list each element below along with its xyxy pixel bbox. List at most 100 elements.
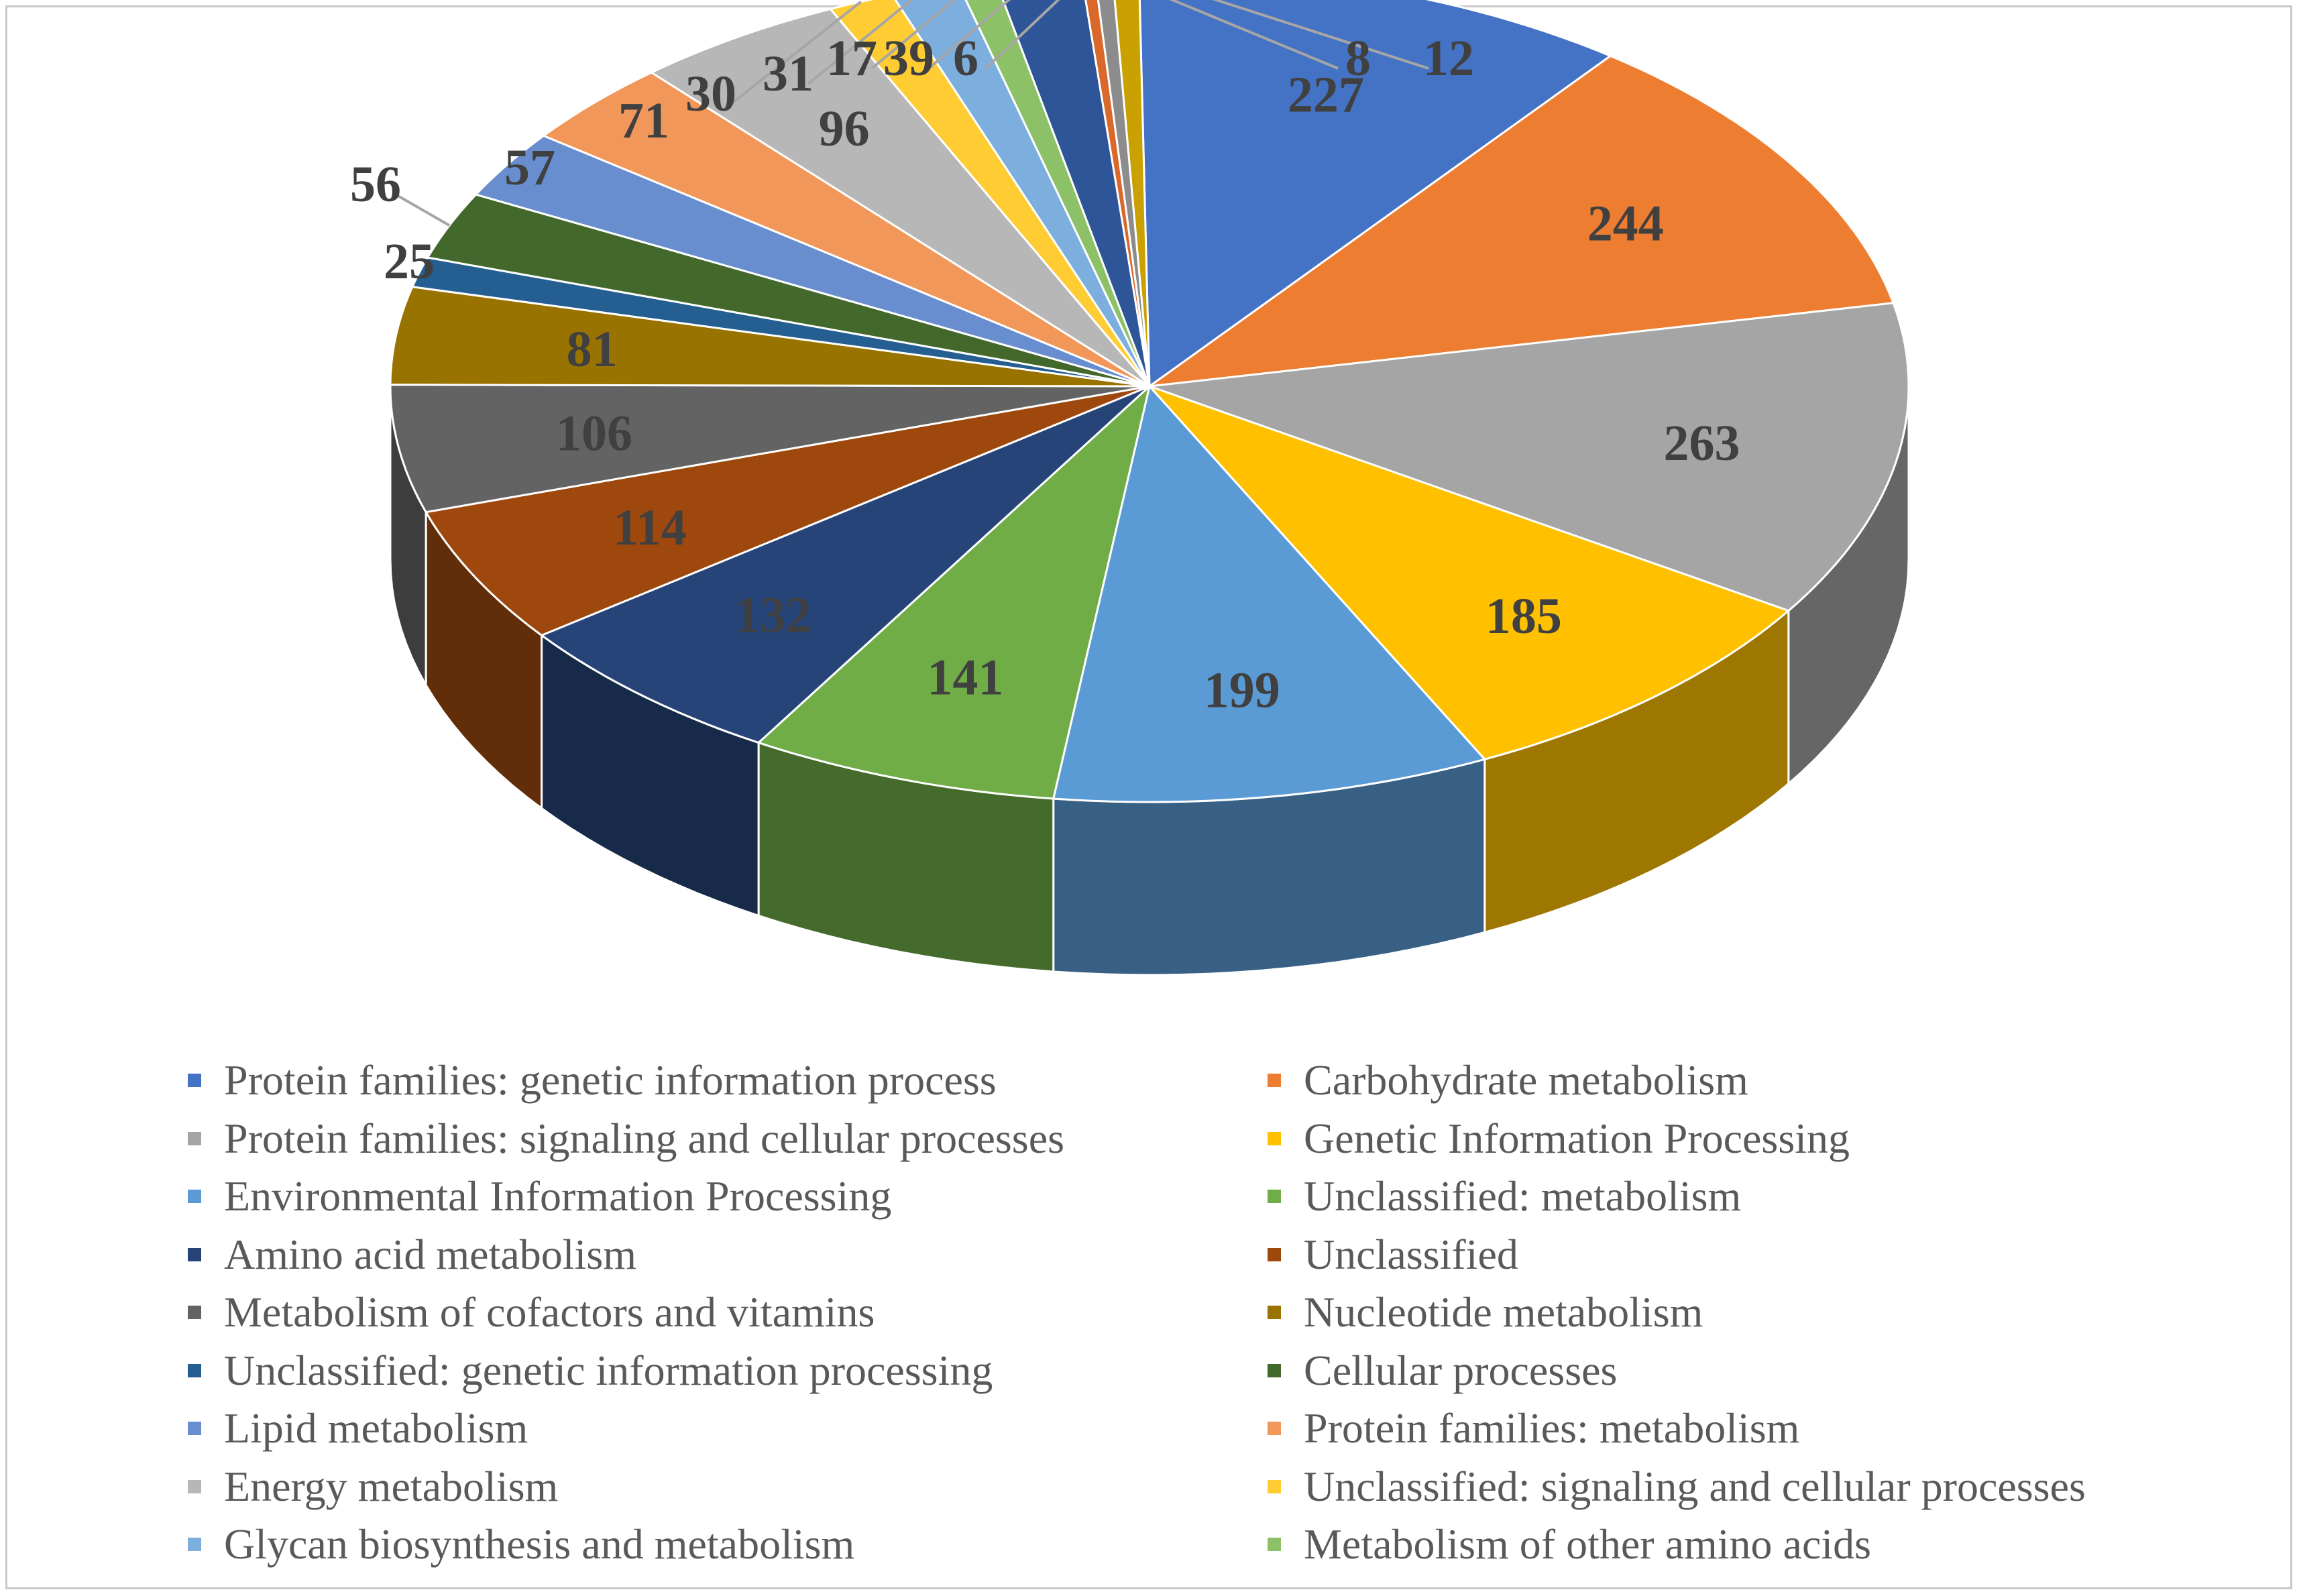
legend-item-17: Metabolism of other amino acids <box>1268 1520 1871 1569</box>
leader-line-15 <box>730 0 862 105</box>
legend-label: Cellular processes <box>1304 1346 1618 1394</box>
legend-item-8: Metabolism of cofactors and vitamins <box>188 1288 875 1337</box>
pie-slice-16 <box>894 0 1151 388</box>
leader-line-20 <box>1169 0 1339 70</box>
legend-label: Protein families: signaling and cellular… <box>224 1114 1064 1162</box>
legend-swatch <box>188 1247 201 1261</box>
leader-line-18 <box>928 0 1011 70</box>
data-label-11: 56 <box>350 156 401 213</box>
legend-item-3: Genetic Information Processing <box>1268 1114 1850 1163</box>
legend-label: Lipid metabolism <box>224 1404 528 1452</box>
legend-item-7: Unclassified <box>1268 1230 1518 1279</box>
data-label-4: 199 <box>1204 663 1280 719</box>
legend-item-15: Unclassified: signaling and cellular pro… <box>1268 1462 2086 1512</box>
legend-label: Metabolism of other amino acids <box>1304 1520 1872 1568</box>
data-label-18: 39 <box>883 30 934 87</box>
data-label-9: 81 <box>567 321 618 378</box>
legend-label: Protein families: genetic information pr… <box>224 1056 997 1104</box>
legend-label: Environmental Information Processing <box>224 1172 892 1220</box>
leader-line-11 <box>395 193 451 227</box>
legend-swatch <box>1268 1247 1281 1261</box>
legend-label: Protein families: metabolism <box>1304 1404 1800 1452</box>
legend-swatch <box>188 1479 201 1493</box>
legend-swatch <box>1268 1306 1281 1319</box>
pie-slice-11 <box>427 193 1151 388</box>
legend-item-2: Protein families: signaling and cellular… <box>188 1114 1064 1163</box>
data-label-13: 71 <box>618 93 669 149</box>
legend-item-11: Cellular processes <box>1268 1346 1617 1395</box>
legend-swatch <box>188 1074 201 1087</box>
legend-label: Carbohydrate metabolism <box>1304 1056 1748 1104</box>
data-label-10: 25 <box>384 233 435 290</box>
data-labels: 227 244 263 185 199 141 132 114 106 81 25 56 57 71 963… <box>350 30 1740 719</box>
pie-depth-layer <box>389 386 1910 976</box>
legend-item-5: Unclassified: metabolism <box>1268 1172 1741 1221</box>
data-label-3: 185 <box>1485 588 1562 644</box>
legend-item-10: Unclassified: genetic information proces… <box>188 1346 993 1395</box>
pie-slice-6 <box>541 385 1151 744</box>
leader-line-16 <box>807 0 914 85</box>
legend-item-1: Carbohydrate metabolism <box>1268 1056 1748 1105</box>
legend-item-9: Nucleotide metabolism <box>1268 1288 1703 1337</box>
data-label-16: 31 <box>763 46 814 102</box>
legend-item-14: Energy metabolism <box>188 1462 558 1512</box>
legend-label: Genetic Information Processing <box>1304 1114 1850 1162</box>
data-label-7: 114 <box>613 500 687 556</box>
data-label-19: 6 <box>953 30 978 87</box>
data-label-17: 17 <box>826 30 877 87</box>
legend-label: Amino acid metabolism <box>224 1230 636 1278</box>
legend-label: Unclassified <box>1304 1230 1518 1278</box>
data-label-20: 8 <box>1345 30 1371 87</box>
data-label-21: 12 <box>1423 30 1474 87</box>
legend-label: Unclassified: metabolism <box>1304 1172 1742 1220</box>
legend-swatch <box>1268 1131 1281 1145</box>
legend-swatch <box>188 1363 201 1377</box>
pie-slice-0 <box>1138 0 1612 388</box>
pie-slice-7 <box>425 385 1151 636</box>
data-label-14: 96 <box>819 101 870 157</box>
leader-line-19 <box>985 0 1060 70</box>
pie-top-layer <box>389 0 1910 803</box>
pie-slice-19 <box>1084 0 1151 388</box>
legend-label: Unclassified: genetic information proces… <box>224 1346 993 1394</box>
leader-line-17 <box>871 0 956 70</box>
pie-slice-14 <box>650 7 1151 388</box>
legend-item-6: Amino acid metabolism <box>188 1230 636 1279</box>
legend-swatch <box>188 1190 201 1203</box>
data-label-0: 227 <box>1288 66 1364 123</box>
legend-label: Glycan biosynthesis and metabolism <box>224 1520 855 1568</box>
legend-swatch <box>188 1131 201 1145</box>
pie-slice-20 <box>1097 0 1151 388</box>
pie-slice-13 <box>543 71 1151 388</box>
legend-swatch <box>1268 1190 1281 1203</box>
data-label-1: 244 <box>1587 195 1664 251</box>
legend-item-16: Glycan biosynthesis and metabolism <box>188 1520 854 1569</box>
pie-slice-3 <box>1148 385 1790 760</box>
pie-slice-5 <box>757 385 1151 800</box>
legend-item-13: Protein families: metabolism <box>1268 1404 1799 1453</box>
legend-swatch <box>1268 1479 1281 1493</box>
leader-lines <box>395 0 1429 227</box>
data-label-2: 263 <box>1664 415 1740 471</box>
data-label-8: 106 <box>556 406 632 462</box>
pie-slice-8 <box>389 384 1151 514</box>
legend-label: Unclassified: signaling and cellular pro… <box>1304 1462 2086 1510</box>
data-label-12: 57 <box>504 139 555 196</box>
legend-label: Metabolism of cofactors and vitamins <box>224 1288 875 1336</box>
legend-swatch <box>188 1422 201 1435</box>
legend-item-12: Lipid metabolism <box>188 1404 528 1453</box>
legend-label: Nucleotide metabolism <box>1304 1288 1703 1336</box>
pie-slice-4 <box>1052 385 1486 803</box>
legend-swatch <box>1268 1074 1281 1087</box>
legend-label: Energy metabolism <box>224 1462 559 1510</box>
legend-swatch <box>188 1306 201 1319</box>
legend-swatch <box>188 1538 201 1551</box>
data-label-6: 132 <box>734 587 811 643</box>
data-label-5: 141 <box>927 650 1003 706</box>
pie-slice-18 <box>1001 0 1151 388</box>
legend-swatch <box>1268 1538 1281 1551</box>
legend-swatch <box>1268 1422 1281 1435</box>
legend-item-0: Protein families: genetic information pr… <box>188 1056 997 1105</box>
